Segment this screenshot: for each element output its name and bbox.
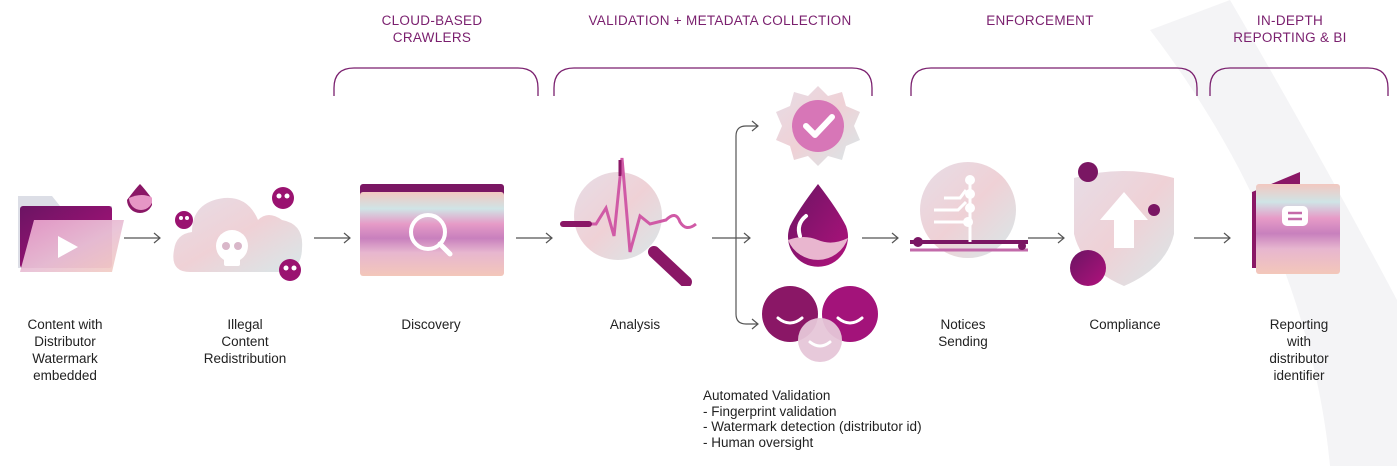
flow-arrow: [314, 232, 351, 244]
flow-arrow: [1194, 232, 1231, 244]
step-label-analysis: Analysis: [570, 316, 700, 333]
label-line: with: [1286, 334, 1311, 349]
validation-notes-title: Automated Validation: [703, 388, 831, 403]
label-line: Redistribution: [203, 351, 287, 366]
shield-upload-icon: [1070, 162, 1174, 286]
video-folder-icon: [18, 184, 152, 272]
label-line: Content: [221, 334, 269, 349]
human-oversight-icon: [762, 286, 878, 362]
label-line: embedded: [33, 368, 97, 383]
label-line: Reporting: [1269, 317, 1329, 332]
phase-cloud-crawlers: CLOUD-BASED CRAWLERS: [352, 12, 512, 46]
label-line: identifier: [1273, 368, 1325, 383]
circuit-globe-icon: [910, 162, 1028, 258]
phase-line: ENFORCEMENT: [986, 13, 1094, 28]
label-line: distributor: [1269, 351, 1329, 366]
phase-reporting: IN-DEPTH REPORTING & BI: [1210, 12, 1370, 46]
validation-note-item: - Watermark detection (distributor id): [703, 419, 922, 434]
flow-arrow: [124, 232, 161, 244]
validation-notes: Automated Validation - Fingerprint valid…: [703, 388, 922, 450]
phase-line: CRAWLERS: [392, 30, 472, 45]
phase-line: CLOUD-BASED: [381, 13, 483, 28]
phase-enforcement: ENFORCEMENT: [960, 12, 1120, 29]
flow-arrow: [516, 232, 553, 244]
validation-note-item: - Fingerprint validation: [703, 403, 837, 419]
flow-arrow: [1028, 232, 1065, 244]
report-document-icon: [1252, 172, 1340, 274]
label-line: Content with: [27, 317, 103, 332]
bracket-reporting: [1209, 67, 1389, 96]
check-badge-icon: [776, 86, 860, 166]
step-label-reporting: Reporting with distributor identifier: [1234, 316, 1364, 384]
label-line: Sending: [938, 334, 988, 349]
heartbeat-magnifier-icon: [560, 157, 697, 286]
magnifier-window-icon: [360, 184, 504, 276]
bracket-enforcement: [910, 67, 1198, 96]
label-line: Illegal: [227, 317, 263, 332]
label-line: Analysis: [609, 317, 661, 332]
label-line: Discovery: [401, 317, 461, 332]
skull-cloud-icon: [173, 187, 303, 281]
step-label-notices: Notices Sending: [898, 316, 1028, 350]
step-label-discovery: Discovery: [366, 316, 496, 333]
label-line: Compliance: [1089, 317, 1161, 332]
phase-validation: VALIDATION + METADATA COLLECTION: [540, 12, 900, 29]
label-line: Watermark: [32, 351, 98, 366]
phase-line: VALIDATION + METADATA COLLECTION: [588, 13, 852, 28]
step-label-illegal: Illegal Content Redistribution: [180, 316, 310, 367]
validation-note-item: - Human oversight: [703, 434, 814, 450]
bracket-crawlers: [333, 67, 539, 96]
bracket-validation: [553, 67, 873, 96]
branch-connector: [712, 120, 759, 330]
step-label-compliance: Compliance: [1060, 316, 1190, 333]
phase-line: REPORTING & BI: [1233, 30, 1347, 45]
label-line: Distributor: [34, 334, 96, 349]
phase-line: IN-DEPTH: [1256, 13, 1324, 28]
flow-arrow: [862, 232, 899, 244]
label-line: Notices: [940, 317, 986, 332]
step-label-content: Content with Distributor Watermark embed…: [0, 316, 130, 384]
watermark-drop-icon: [788, 184, 848, 267]
